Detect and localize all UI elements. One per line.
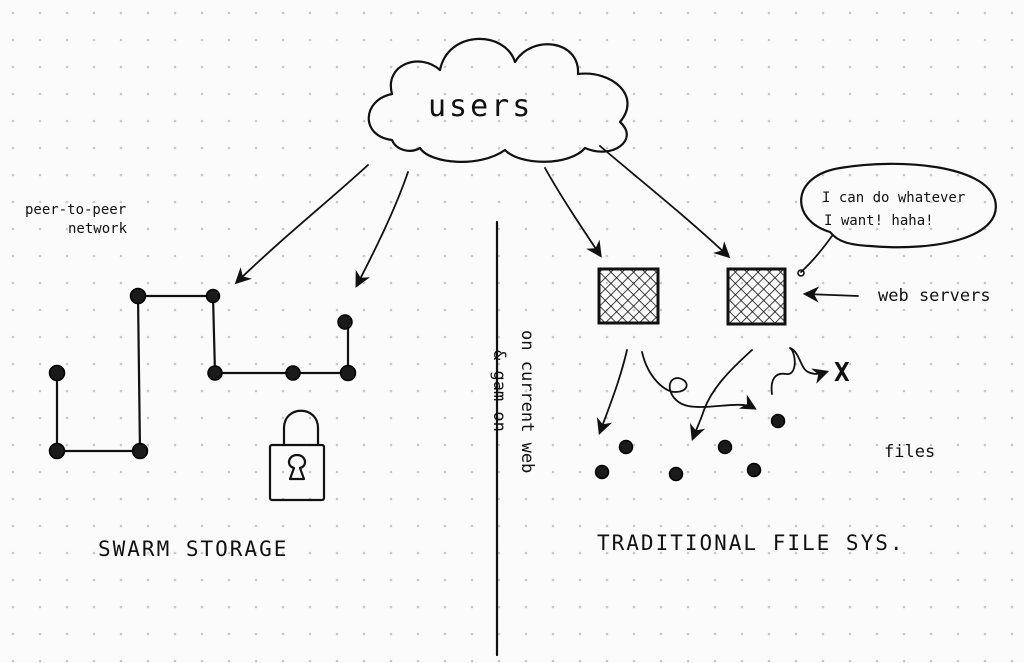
network-label-line1: peer-to-peer [25,202,126,218]
files [594,413,786,482]
arrow-to-server-right [599,145,731,259]
file-dot [770,413,786,429]
web-server-right [726,267,787,326]
file-dot [746,462,762,478]
web-server-left [597,267,660,325]
file-dot [594,464,610,480]
network-label-line2: network [68,221,128,237]
divider-label-line1: on current web [517,330,537,473]
swarm-node [48,364,66,382]
users-cloud: users [367,37,629,163]
swarm-network [48,287,357,460]
center-divider [495,220,499,657]
traditional-file-sys-title: TRADITIONAL FILE SYS. [597,531,905,555]
swarm-node [207,365,223,381]
file-dot [668,466,684,482]
arrow-to-server-left [544,167,602,258]
file-arrow [689,349,753,442]
swarm-node [129,287,147,305]
divider-label-line2: & gam on [489,350,509,432]
swarm-node [131,442,149,460]
file-dot [717,439,733,455]
speech-line2: I want! haha! [824,213,934,229]
lost-file-marker: X [834,358,850,388]
file-arrow [596,349,628,436]
file-dot [618,439,634,455]
cloud-arrows [234,145,731,288]
file-arrows [596,347,830,442]
swarm-node [337,314,353,330]
swarm-storage-title: SWARM STORAGE [98,537,288,561]
files-label: files [884,442,935,462]
arrow-to-swarm-left [234,164,369,285]
swarm-node [285,365,301,381]
divider-label: on current web & gam on [489,330,537,473]
lock-icon [268,409,326,502]
file-arrow [770,347,830,395]
servers-pointer [802,286,859,303]
swarm-node [339,364,357,382]
web-servers-label: web servers [878,286,991,306]
swarm-node [48,442,66,460]
file-arrow [641,351,757,410]
swarm-node [205,288,221,304]
web-servers [597,267,787,326]
server-speech-bubble: I can do whatever I want! haha! [797,162,997,277]
users-label: users [428,89,533,124]
speech-line1: I can do whatever [822,190,965,206]
arrow-to-swarm-right [355,171,409,288]
